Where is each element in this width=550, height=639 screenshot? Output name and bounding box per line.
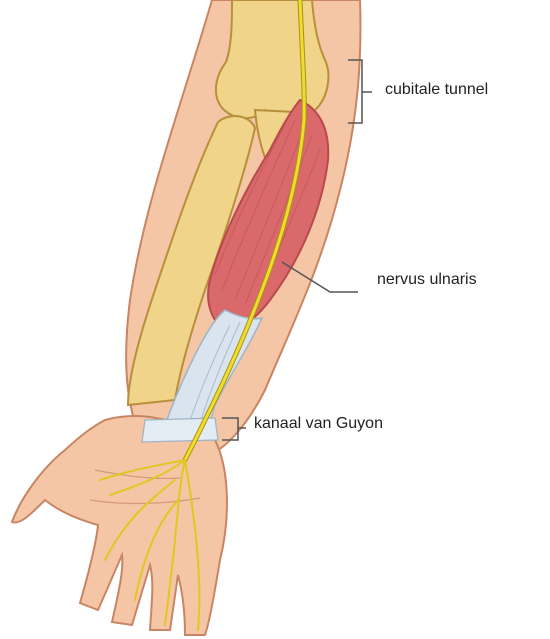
label-guyon-canal: kanaal van Guyon	[254, 414, 383, 434]
label-ulnar-nerve: nervus ulnaris	[377, 270, 477, 290]
label-cubital-tunnel: cubitale tunnel	[385, 80, 488, 100]
humerus-bone	[216, 0, 328, 118]
